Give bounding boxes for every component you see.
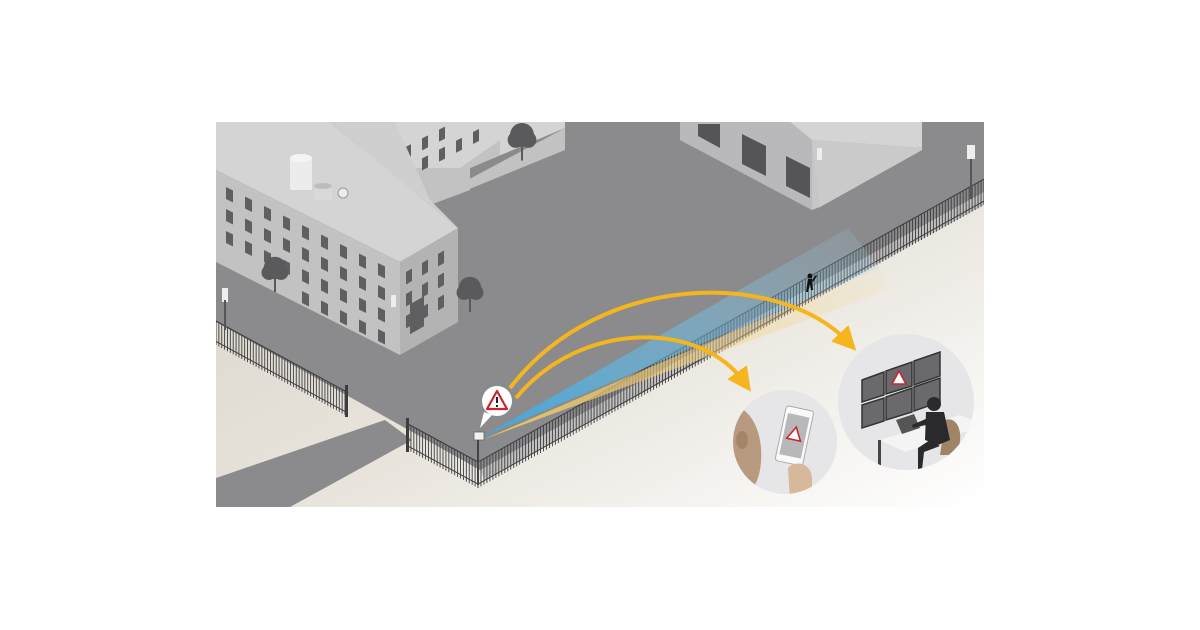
warning-bubble (480, 386, 512, 428)
window (359, 253, 366, 269)
warning-icon (890, 369, 908, 385)
window (359, 319, 366, 335)
window (422, 281, 428, 298)
access-road (216, 420, 412, 507)
window (439, 126, 445, 142)
window (422, 155, 428, 171)
window (264, 206, 271, 222)
window (226, 187, 233, 203)
window (302, 225, 309, 241)
laptop (896, 414, 920, 434)
window (321, 234, 328, 250)
window (283, 215, 290, 231)
window (264, 228, 271, 244)
window (438, 250, 444, 267)
window (378, 263, 385, 279)
window (438, 272, 444, 289)
window (302, 247, 309, 263)
window (378, 329, 385, 345)
security-camera-icon (817, 148, 822, 160)
warehouse (680, 122, 922, 210)
mobile-alert-scene (733, 390, 837, 494)
warning-icon (785, 425, 802, 443)
rooftop-unit (314, 186, 332, 200)
window (340, 288, 347, 304)
window (245, 196, 252, 212)
window (438, 294, 444, 311)
rooftop-fan (337, 187, 349, 199)
window (321, 256, 328, 272)
window (321, 300, 328, 316)
window (378, 307, 385, 323)
alert-arrow-to-phone (514, 335, 751, 400)
security-camera-icon (967, 145, 975, 199)
window (226, 209, 233, 225)
window (406, 268, 412, 285)
office-building (216, 122, 458, 355)
window (340, 310, 347, 326)
security-camera-icon (391, 295, 396, 307)
tree (261, 256, 289, 292)
detection-beam-blue (482, 228, 880, 437)
window (473, 129, 479, 144)
garage-door (742, 134, 766, 176)
garage-door (698, 124, 720, 148)
alert-arrow-to-control-room (508, 290, 857, 390)
window (359, 275, 366, 291)
window (422, 135, 428, 151)
garage-door (786, 156, 810, 198)
window (245, 240, 252, 256)
window (245, 218, 252, 234)
building-door (410, 296, 424, 335)
control-room-scene (838, 334, 974, 470)
window (340, 266, 347, 282)
window (359, 297, 366, 313)
operator-figure (912, 397, 950, 470)
window (456, 137, 462, 153)
window (302, 269, 309, 285)
window (302, 291, 309, 307)
tree (507, 123, 537, 161)
window (406, 290, 412, 307)
window (283, 237, 290, 253)
window (422, 259, 428, 276)
security-camera-icon (222, 288, 228, 330)
intruder-figure (806, 273, 817, 292)
tree (456, 276, 484, 312)
window (321, 278, 328, 294)
window (226, 231, 233, 247)
warning-icon (485, 389, 509, 411)
security-camera-icon (473, 431, 485, 485)
window (378, 285, 385, 301)
window (340, 244, 347, 260)
smartphone-icon (774, 405, 814, 467)
detection-beam-yellow (482, 268, 888, 440)
window (439, 146, 445, 162)
water-tank (290, 158, 312, 190)
